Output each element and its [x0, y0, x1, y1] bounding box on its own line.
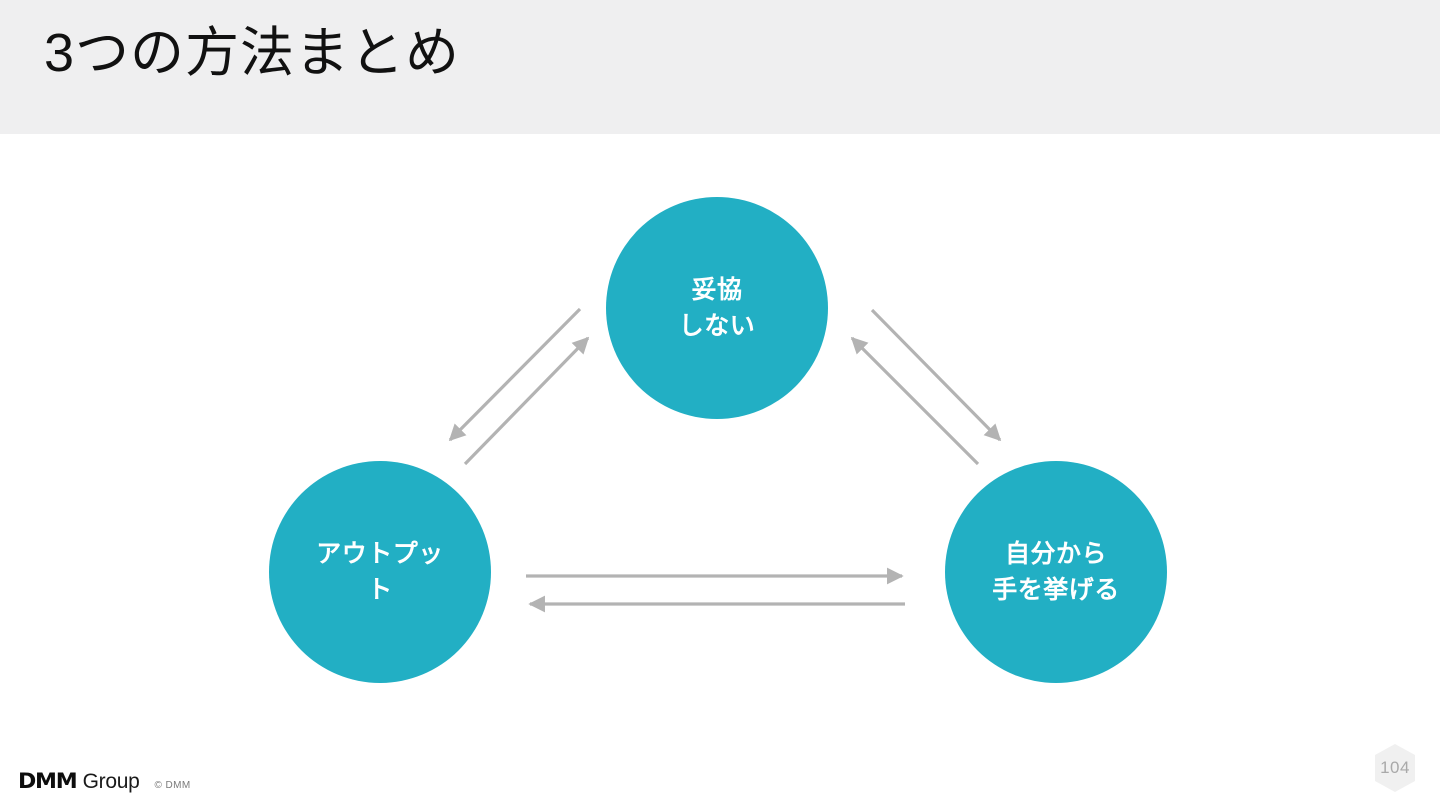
arrow-right-to-top	[850, 336, 980, 466]
diagram-node-top[interactable]: 妥協しない	[606, 197, 828, 419]
arrow-top-to-right	[870, 308, 1002, 442]
dmm-group-logo: DMM Group © DMM	[18, 769, 191, 794]
connector-arrows	[448, 307, 1002, 613]
slide-header	[0, 0, 1440, 134]
slide-footer: DMM Group © DMM 104	[0, 744, 1440, 810]
page-title: 3つの方法まとめ	[44, 23, 461, 83]
diagram-node-top-label: 妥協しない	[678, 275, 756, 340]
diagram-node-left-label: アウトプット	[316, 539, 444, 604]
diagram-node-left[interactable]: アウトプット	[269, 461, 491, 683]
dmm-logo-mark: DMM	[18, 769, 78, 793]
diagram-node-right[interactable]: 自分から手を挙げる	[945, 461, 1167, 683]
page-number-badge: 104	[1372, 742, 1418, 794]
dmm-logo-word: Group	[82, 770, 140, 793]
cycle-diagram: 妥協しない アウトプット 自分から手を挙げる	[0, 134, 1440, 734]
page-number: 104	[1380, 758, 1410, 777]
arrow-top-to-left	[448, 307, 582, 442]
copyright-text: © DMM	[154, 780, 191, 791]
hexagon-icon	[1375, 744, 1415, 792]
arrow-left-to-top	[463, 336, 590, 466]
diagram-node-right-label: 自分から手を挙げる	[992, 539, 1120, 604]
